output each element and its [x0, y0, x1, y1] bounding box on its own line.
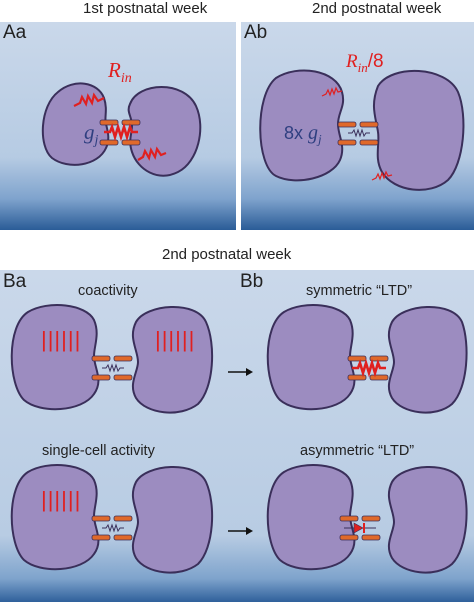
cell-left — [10, 464, 100, 571]
junction-bar — [91, 374, 111, 381]
junction-bar — [91, 534, 111, 541]
junction-bar — [99, 119, 119, 126]
junction-resistor — [348, 128, 370, 138]
panel-ab-label: Ab — [244, 22, 268, 43]
cell-right — [372, 69, 465, 191]
spike-raster-single: |||||| — [41, 487, 82, 512]
cell-right — [131, 306, 214, 414]
gj-subscript: j — [318, 131, 322, 147]
rin-div8-label: Rin/8 — [346, 51, 384, 76]
cell-right — [387, 466, 468, 574]
gj-8x-label: 8x gj — [284, 122, 322, 148]
membrane-resistor-bottom — [137, 146, 167, 161]
rin-symbol: R — [108, 58, 121, 82]
coactivity-label: coactivity — [78, 283, 138, 299]
panel-ba-coactivity-diagram — [10, 304, 214, 414]
junction-bar — [121, 139, 141, 146]
panel-ba-single-diagram — [10, 464, 214, 574]
cell-left — [266, 464, 356, 571]
junction-resistor — [102, 523, 124, 533]
gj-multiplier: 8x — [284, 123, 309, 143]
junction-bar — [347, 355, 367, 362]
gj-symbol: g — [308, 122, 319, 144]
rin-label: Rin — [108, 58, 132, 87]
panel-b-title: 2nd postnatal week — [162, 246, 292, 263]
junction-bar — [347, 374, 367, 381]
cell-right — [131, 466, 214, 574]
asymmetric-ltd-label: asymmetric “LTD” — [300, 443, 415, 459]
panel-bb-symmetric-diagram — [266, 304, 468, 414]
rin-subscript: in — [357, 59, 368, 75]
rin-subscript: in — [120, 71, 132, 87]
panel-aa-label: Aa — [3, 22, 27, 43]
rin-symbol: R — [346, 51, 358, 72]
arrow-icon — [246, 368, 253, 376]
junction-bar — [113, 355, 133, 362]
single-cell-activity-label: single-cell activity — [42, 443, 155, 459]
gj-label: gj — [84, 120, 98, 149]
week2-header: 2nd postnatal week — [312, 0, 442, 17]
junction-bar — [121, 119, 141, 126]
panel-ab-diagram — [259, 69, 465, 191]
junction-bar — [99, 139, 119, 146]
junction-bar — [113, 374, 133, 381]
cell-left — [10, 304, 100, 411]
week1-header: 1st postnatal week — [83, 0, 208, 17]
junction-bar — [359, 121, 379, 128]
cell-left — [259, 69, 345, 182]
rin-divisor: /8 — [367, 51, 384, 72]
panel-ba-label: Ba — [3, 271, 27, 292]
junction-resistor — [104, 122, 138, 142]
junction-bar — [339, 534, 359, 541]
cell-right — [127, 86, 202, 177]
gj-symbol: g — [84, 120, 95, 144]
membrane-resistor-bottom — [371, 170, 393, 181]
membrane-resistor-top — [73, 92, 105, 107]
junction-bar — [359, 139, 379, 146]
junction-bar — [91, 515, 111, 522]
rectifier-icon — [353, 522, 364, 534]
membrane-resistor-top — [321, 86, 343, 97]
junction-bar — [369, 355, 389, 362]
cell-right — [387, 306, 468, 414]
junction-bar — [337, 139, 357, 146]
spike-raster-right: |||||| — [155, 327, 196, 352]
junction-bar — [339, 515, 359, 522]
cell-left — [266, 304, 356, 411]
junction-bar — [361, 515, 381, 522]
junction-resistor — [352, 358, 386, 378]
junction-bar — [337, 121, 357, 128]
symmetric-ltd-label: symmetric “LTD” — [306, 283, 413, 299]
spike-raster-left: |||||| — [41, 327, 82, 352]
junction-bar — [361, 534, 381, 541]
junction-resistor — [102, 363, 124, 373]
gj-subscript: j — [94, 133, 99, 149]
panel-bb-label: Bb — [240, 271, 264, 292]
junction-bar — [369, 374, 389, 381]
panel-bb-asymmetric-diagram — [266, 464, 468, 574]
junction-bar — [113, 534, 133, 541]
arrow-icon — [246, 527, 253, 535]
junction-bar — [113, 515, 133, 522]
junction-bar — [91, 355, 111, 362]
panel-aa-diagram — [41, 82, 202, 177]
